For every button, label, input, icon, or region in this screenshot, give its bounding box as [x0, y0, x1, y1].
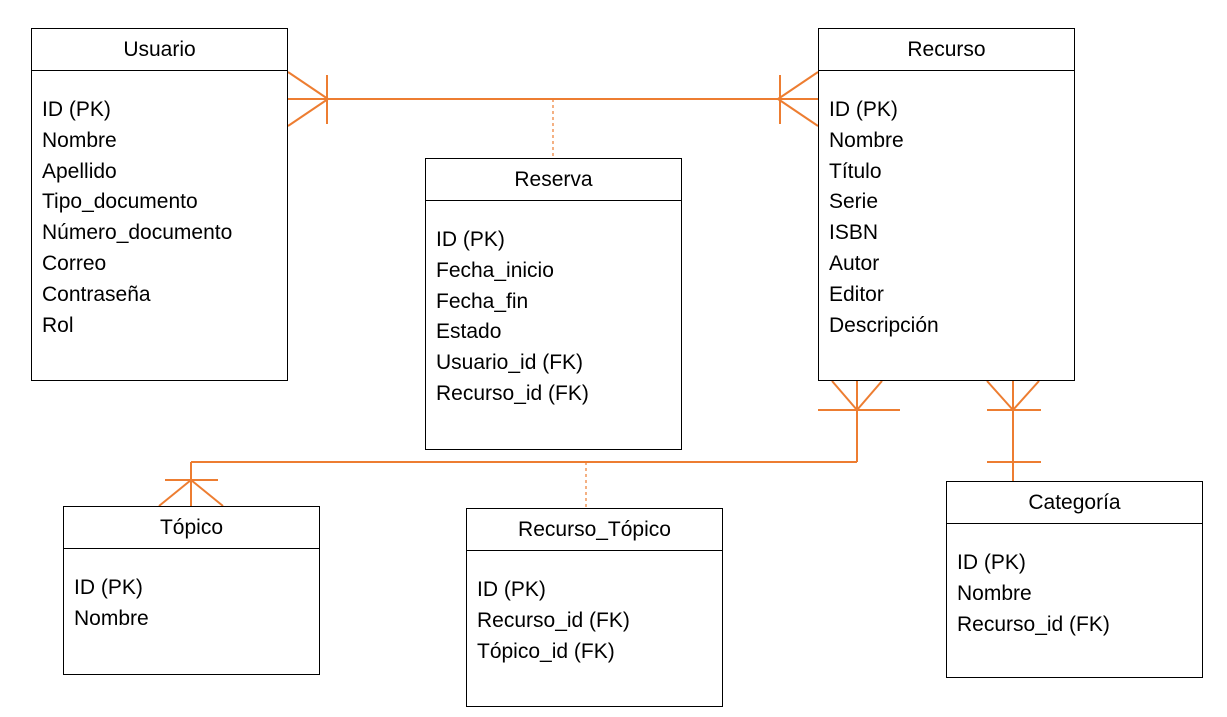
attribute: Descripción	[829, 313, 939, 337]
attribute: Nombre	[957, 581, 1032, 605]
attribute-list: ID (PK) Nombre Título Serie ISBN Autor E…	[819, 71, 1074, 341]
entity-title: Recurso	[819, 29, 1074, 71]
attribute: Autor	[829, 251, 880, 275]
attribute-list: ID (PK) Nombre Apellido Tipo_documento N…	[32, 71, 287, 341]
relationship-recurso-topico	[158, 380, 900, 507]
attribute: Nombre	[74, 606, 149, 630]
attribute: Recurso_id (FK)	[436, 381, 589, 405]
attribute: Nombre	[42, 128, 117, 152]
entity-title: Reserva	[426, 159, 681, 201]
entity-title: Usuario	[32, 29, 287, 71]
entity-title: Categoría	[947, 482, 1202, 524]
attribute: ID (PK)	[42, 98, 111, 121]
attribute: ID (PK)	[829, 98, 898, 121]
attribute-list: ID (PK) Recurso_id (FK) Tópico_id (FK)	[467, 551, 722, 667]
entity-recurso[interactable]: Recurso ID (PK) Nombre Título Serie ISBN…	[818, 28, 1075, 381]
attribute: Tópico_id (FK)	[477, 639, 615, 663]
entity-reserva[interactable]: Reserva ID (PK) Fecha_inicio Fecha_fin E…	[425, 158, 682, 450]
attribute-list: ID (PK) Fecha_inicio Fecha_fin Estado Us…	[426, 201, 681, 410]
relationship-recurso-categoria	[986, 380, 1041, 481]
attribute: Estado	[436, 320, 502, 344]
attribute: Apellido	[42, 159, 117, 183]
attribute: Nombre	[829, 128, 904, 152]
entity-recurso-topico[interactable]: Recurso_Tópico ID (PK) Recurso_id (FK) T…	[466, 508, 723, 707]
entity-topico[interactable]: Tópico ID (PK) Nombre	[63, 506, 320, 675]
attribute: ISBN	[829, 221, 879, 245]
entity-title: Tópico	[64, 507, 319, 549]
attribute: ID (PK)	[957, 551, 1026, 574]
attribute: Rol	[42, 313, 74, 337]
attribute: ID (PK)	[436, 228, 505, 251]
attribute: Editor	[829, 282, 884, 306]
entity-usuario[interactable]: Usuario ID (PK) Nombre Apellido Tipo_doc…	[31, 28, 288, 381]
attribute: Contraseña	[42, 282, 151, 306]
entity-title: Recurso_Tópico	[467, 509, 722, 551]
attribute: Usuario_id (FK)	[436, 351, 584, 375]
attribute: Recurso_id (FK)	[957, 612, 1110, 636]
attribute: Fecha_inicio	[436, 258, 554, 282]
attribute: ID (PK)	[477, 578, 546, 601]
attribute-list: ID (PK) Nombre Recurso_id (FK)	[947, 524, 1202, 640]
attribute: Recurso_id (FK)	[477, 608, 630, 632]
attribute: Serie	[829, 190, 879, 214]
attribute: ID (PK)	[74, 576, 143, 599]
attribute-list: ID (PK) Nombre	[64, 549, 319, 635]
attribute: Título	[829, 159, 882, 183]
attribute: Fecha_fin	[436, 289, 529, 313]
attribute: Número_documento	[42, 221, 233, 245]
attribute: Correo	[42, 251, 107, 275]
attribute: Tipo_documento	[42, 190, 198, 214]
entity-categoria[interactable]: Categoría ID (PK) Nombre Recurso_id (FK)	[946, 481, 1203, 678]
